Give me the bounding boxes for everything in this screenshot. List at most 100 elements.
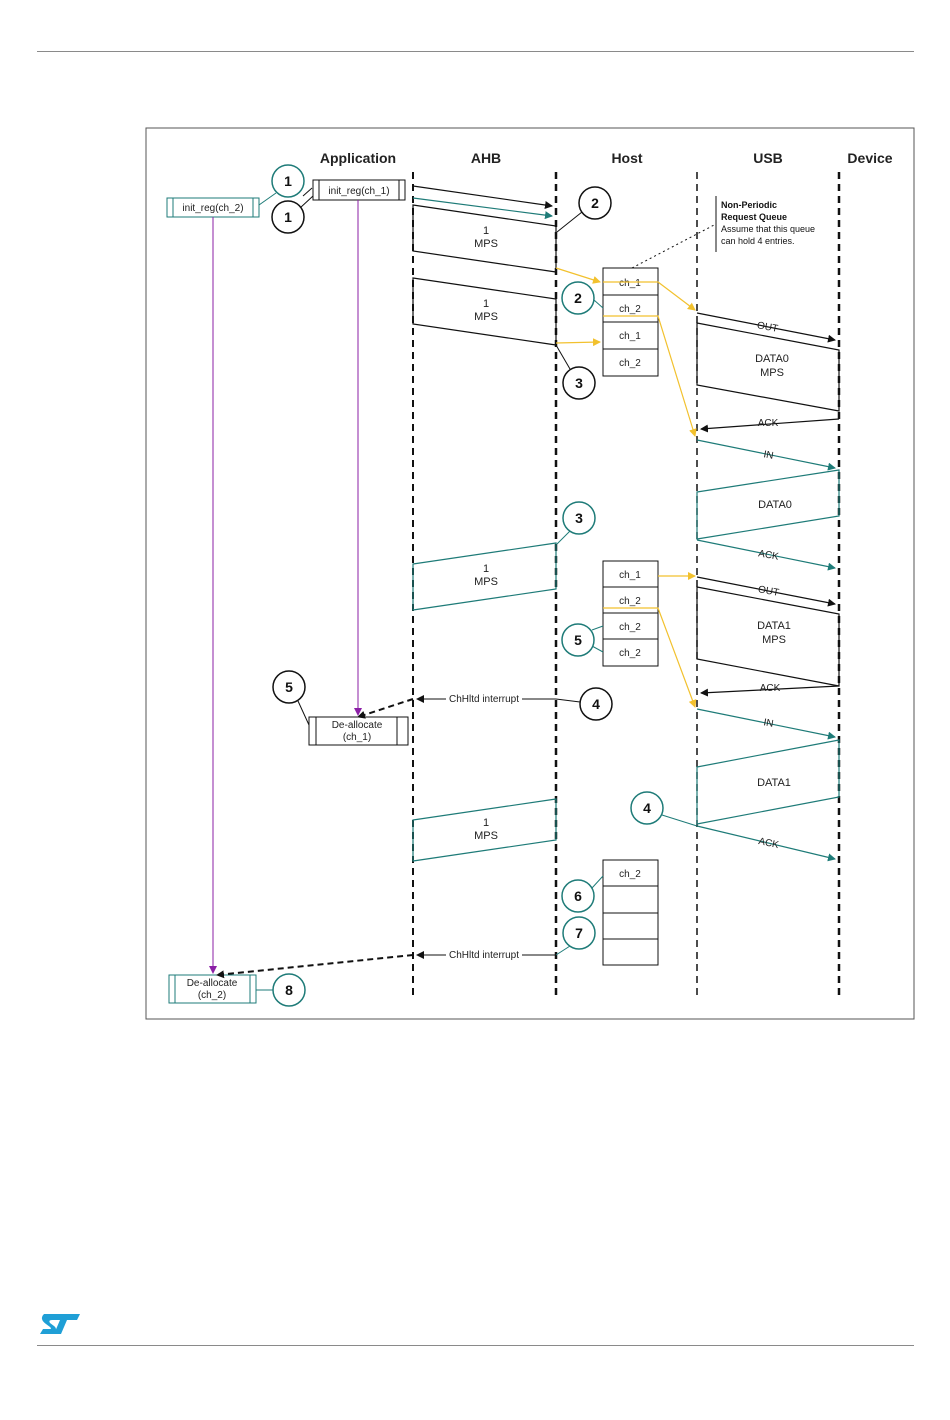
- svg-text:MPS: MPS: [474, 576, 498, 588]
- svg-text:5: 5: [574, 632, 582, 648]
- label-ack-3: ACK: [760, 683, 781, 694]
- usb-data1-mps-packet: DATA1 MPS: [696, 586, 840, 687]
- step-1-ch2: 1: [271, 195, 314, 234]
- svg-text:init_reg(ch_1): init_reg(ch_1): [328, 186, 389, 197]
- init-reg-ch2-box: init_reg(ch_2): [166, 197, 260, 218]
- svg-text:MPS: MPS: [760, 367, 784, 379]
- svg-text:3: 3: [575, 510, 583, 526]
- svg-text:MPS: MPS: [474, 311, 498, 323]
- svg-text:2: 2: [574, 290, 582, 306]
- header-device: Device: [847, 150, 892, 166]
- header-usb: USB: [753, 150, 783, 166]
- svg-text:1: 1: [483, 225, 489, 237]
- queue-entry: ch_2: [619, 648, 641, 659]
- ahb-mps-transfer-3: 1 MPS: [412, 542, 557, 611]
- step-2-b: 2: [561, 281, 604, 315]
- svg-text:init_reg(ch_2): init_reg(ch_2): [182, 203, 243, 214]
- svg-text:Request Queue: Request Queue: [721, 212, 787, 222]
- svg-text:DATA0: DATA0: [758, 499, 792, 511]
- usb-out-token-1: [696, 312, 836, 343]
- step-1-ch2-connector: [258, 192, 277, 206]
- yellow-arrow-queue-out-1: [603, 281, 696, 311]
- step-7: 7: [555, 916, 596, 956]
- step-5-host: 5: [561, 623, 604, 657]
- usb-data0-mps-packet: DATA0 MPS: [696, 322, 840, 412]
- footer-rule: [37, 1345, 914, 1346]
- svg-text:Non-Periodic: Non-Periodic: [721, 200, 777, 210]
- ahb-mps-transfer-2: 1 MPS: [412, 277, 557, 346]
- svg-text:DATA1: DATA1: [757, 777, 791, 789]
- svg-text:(ch_1): (ch_1): [343, 732, 371, 743]
- label-ack-1: ACK: [758, 418, 779, 429]
- ahb-mps-transfer-1: 1 MPS: [412, 204, 557, 273]
- svg-text:Assume that this queue: Assume that this queue: [721, 224, 815, 234]
- svg-text:2: 2: [591, 195, 599, 211]
- usb-ack-4: [696, 825, 836, 862]
- label-out-2: OUT: [757, 584, 780, 598]
- chhltd-interrupt-1-label: ChHltd interrupt: [449, 694, 519, 705]
- st-logo: [40, 1314, 80, 1334]
- svg-text:4: 4: [643, 800, 651, 816]
- usb-in-token-2: [696, 708, 836, 740]
- svg-text:1: 1: [284, 173, 292, 189]
- usb-ack-3: [700, 685, 840, 697]
- label-out-1: OUT: [756, 320, 779, 334]
- deallocate-ch2-box: De-allocate (ch_2): [168, 974, 257, 1004]
- init-reg-ch1-box: init_reg(ch_1): [312, 179, 406, 201]
- diagram-frame: [145, 127, 915, 1020]
- arrow-init-ch1-ahb: [412, 185, 553, 209]
- label-ack-2: ACK: [757, 548, 779, 562]
- svg-text:3: 3: [575, 375, 583, 391]
- svg-text:8: 8: [285, 982, 293, 998]
- queue-entry: ch_2: [619, 304, 641, 315]
- svg-text:1: 1: [284, 209, 292, 225]
- svg-text:1: 1: [483, 563, 489, 575]
- queue-entry: ch_1: [619, 278, 641, 289]
- svg-text:5: 5: [285, 679, 293, 695]
- label-in-1: IN: [763, 449, 775, 462]
- step-6: 6: [561, 875, 604, 913]
- header-host: Host: [611, 150, 642, 166]
- yellow-arrow-ahb-queue-1: [555, 267, 601, 284]
- step-3-b: 3: [556, 501, 596, 545]
- step-8: 8: [256, 973, 306, 1007]
- chhltd-interrupt-2-label: ChHltd interrupt: [449, 950, 519, 961]
- usb-data1-packet: DATA1: [696, 739, 840, 825]
- svg-text:De-allocate: De-allocate: [332, 720, 383, 731]
- svg-text:MPS: MPS: [474, 830, 498, 842]
- usb-ack-1: [700, 418, 840, 433]
- step-4-app: 4: [555, 687, 613, 721]
- chhltd-interrupt-2-dashed: [216, 954, 414, 979]
- svg-text:(ch_2): (ch_2): [198, 990, 226, 1001]
- svg-text:can hold 4 entries.: can hold 4 entries.: [721, 236, 795, 246]
- chhltd-interrupt-1-dashed: [357, 698, 414, 719]
- svg-text:1: 1: [483, 298, 489, 310]
- header-application: Application: [320, 150, 396, 166]
- header-ahb: AHB: [471, 150, 501, 166]
- usb-in-token-1: [696, 439, 836, 471]
- svg-text:DATA1: DATA1: [757, 620, 791, 632]
- queue-entry: ch_2: [619, 622, 641, 633]
- label-ack-4: ACK: [757, 836, 780, 851]
- arrow-init-ch2-ahb: [412, 197, 553, 220]
- svg-text:1: 1: [483, 817, 489, 829]
- step-3-a: 3: [555, 344, 596, 400]
- svg-text:6: 6: [574, 888, 582, 904]
- usb-data0-packet: DATA0: [696, 469, 840, 540]
- svg-text:DATA0: DATA0: [755, 353, 789, 365]
- usb-out-token-2: [696, 576, 836, 607]
- svg-text:De-allocate: De-allocate: [187, 978, 238, 989]
- ahb-mps-transfer-4: 1 MPS: [412, 798, 557, 862]
- step-2-a: 2: [556, 186, 612, 233]
- deallocate-ch1-box: De-allocate (ch_1): [308, 716, 409, 746]
- svg-text:7: 7: [575, 925, 583, 941]
- host-queue-2: ch_1 ch_2 ch_2 ch_2: [602, 560, 659, 667]
- header-rule: [37, 51, 914, 52]
- host-queue-3: ch_2: [602, 859, 659, 966]
- svg-text:MPS: MPS: [474, 238, 498, 250]
- yellow-arrow-queue-in-2: [603, 607, 697, 708]
- usb-ack-2: [696, 539, 836, 571]
- label-in-2: IN: [763, 717, 775, 730]
- step-4-usb: 4: [630, 791, 698, 827]
